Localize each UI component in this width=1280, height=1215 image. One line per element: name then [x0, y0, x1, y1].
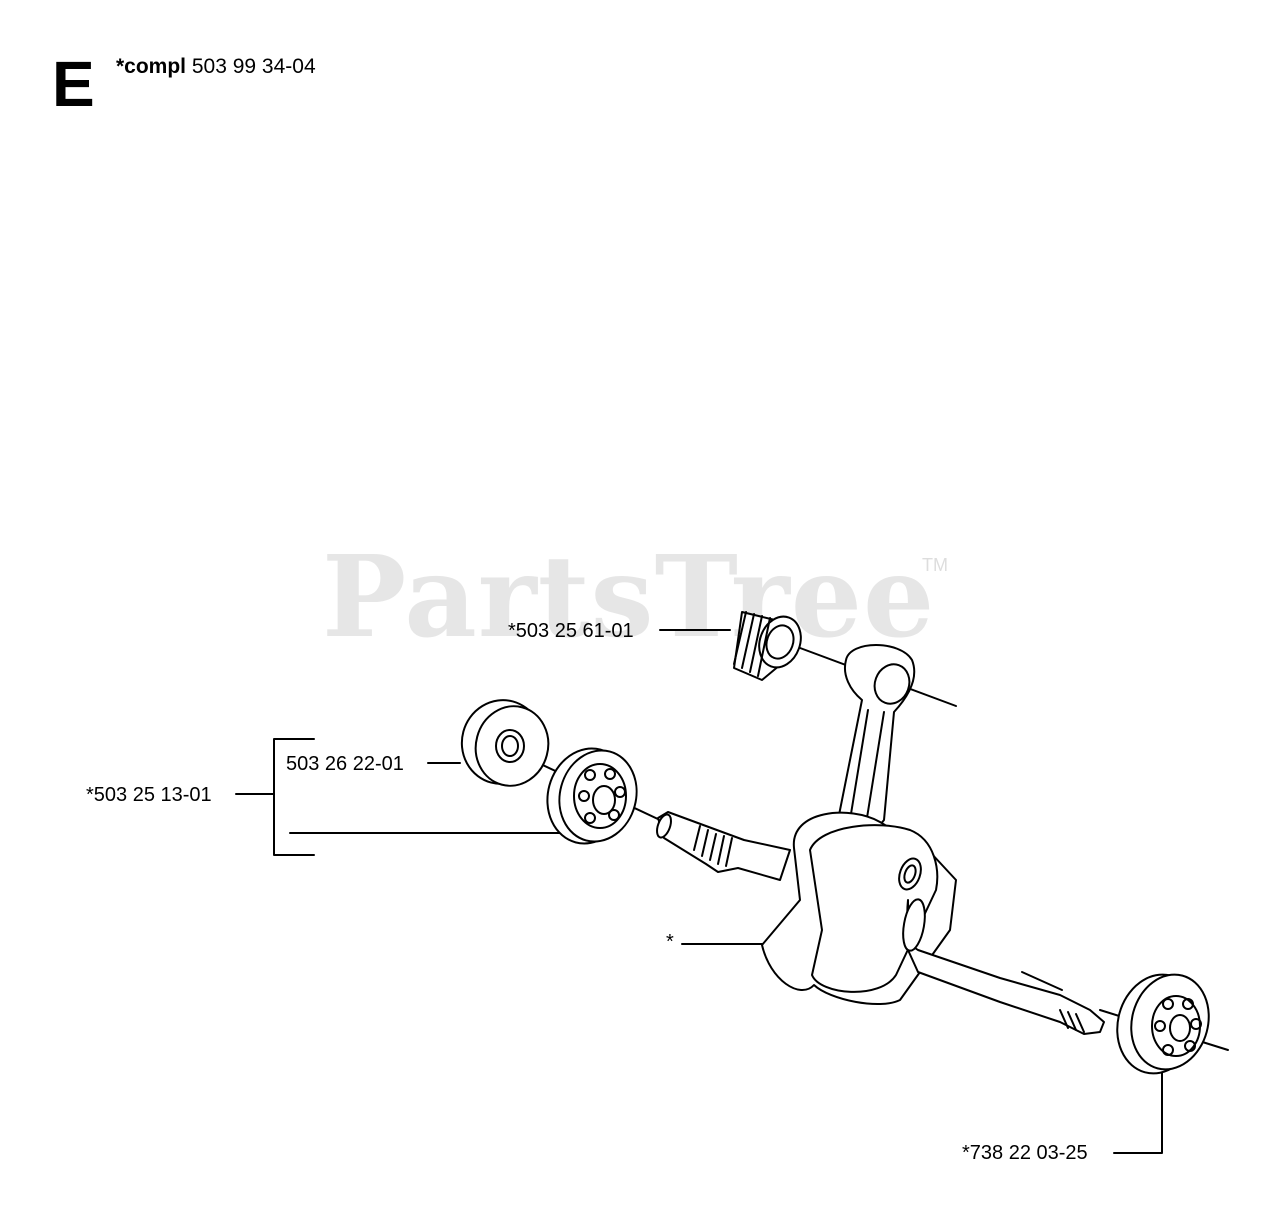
- callout-seal: 503 26 22-01: [286, 753, 404, 775]
- assembly-header: *compl 503 99 34-04: [116, 56, 316, 77]
- connecting-rod-part: [837, 644, 916, 851]
- needle-bearing-part: [733, 611, 802, 681]
- bracket-bearing-set: [273, 738, 315, 856]
- crank-web-part: [761, 811, 957, 1006]
- seal-part: [460, 699, 550, 787]
- compl-label: *compl: [116, 55, 187, 78]
- leader-right-bearing: [1113, 1067, 1163, 1154]
- leader-lines: [235, 629, 1163, 1154]
- callout-bearing-set: *503 25 13-01: [86, 784, 212, 806]
- callout-right-bearing: *738 22 03-25: [962, 1142, 1088, 1164]
- left-ball-bearing-part: [546, 747, 638, 845]
- section-letter: E: [52, 48, 95, 120]
- callout-crankshaft: *: [666, 931, 674, 953]
- compl-part-number: 503 99 34-04: [191, 55, 316, 78]
- crankshaft-right-shaft: [902, 898, 1105, 1035]
- trademark-symbol: TM: [922, 555, 948, 575]
- right-ball-bearing-part: [1116, 973, 1210, 1075]
- crankshaft-left-shaft: [656, 811, 791, 881]
- partstree-watermark: PartsTree: [322, 532, 936, 663]
- callout-needle-bearing: *503 25 61-01: [508, 620, 634, 642]
